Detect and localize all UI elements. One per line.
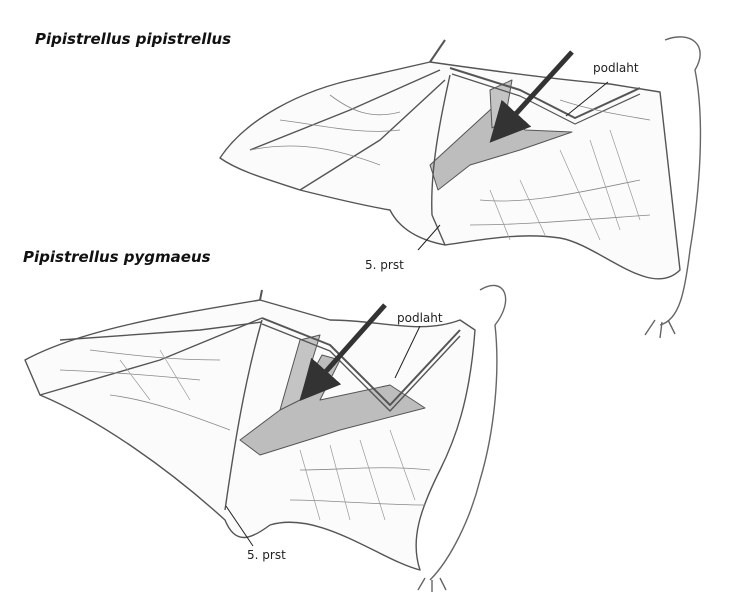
wing-pygmaeus xyxy=(25,285,506,592)
fifth-finger-label-top: 5. prst xyxy=(365,258,404,272)
wing-pipistrellus xyxy=(220,37,700,338)
species-title-top: Pipistrellus pipistrellus xyxy=(35,30,231,48)
forearm-label-top: podlaht xyxy=(593,61,639,75)
forearm-label-bottom: podlaht xyxy=(397,311,443,325)
fifth-finger-label-bottom: 5. prst xyxy=(247,548,286,562)
species-title-bottom: Pipistrellus pygmaeus xyxy=(23,248,211,266)
